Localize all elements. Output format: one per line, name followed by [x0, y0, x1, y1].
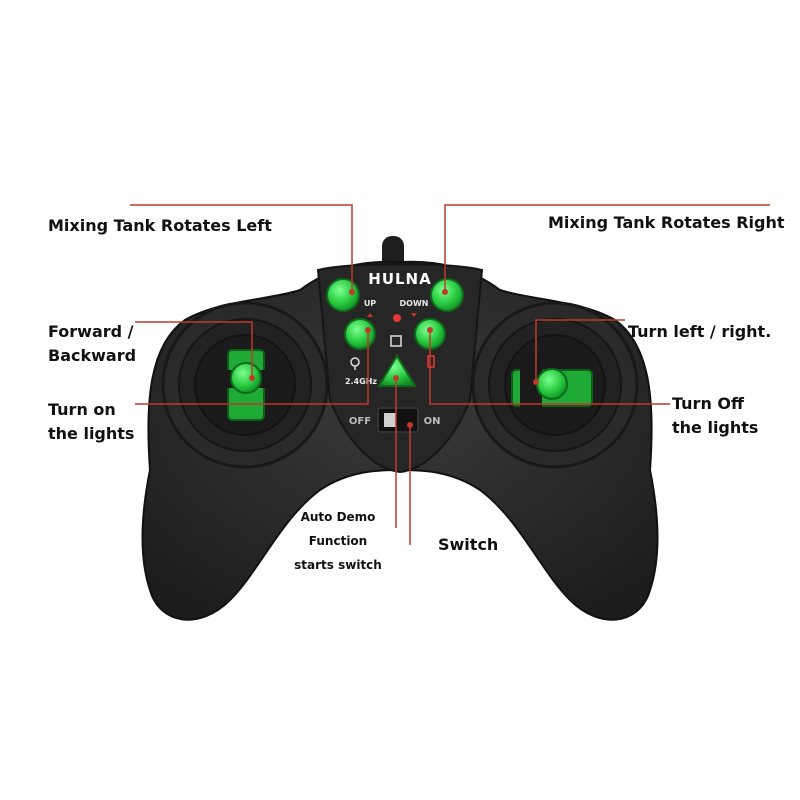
leader-turn-left-right — [535, 319, 625, 382]
frequency-label: 2.4GHz — [345, 377, 377, 386]
label-rotate-right: Mixing Tank Rotates Right — [548, 213, 785, 232]
label-lights-on-line2: the lights — [48, 424, 135, 443]
leader-lines — [130, 204, 770, 545]
chip-icon — [390, 335, 402, 347]
battery-icon — [427, 355, 435, 368]
label-forward-line1: Forward / — [48, 322, 134, 341]
label-switch: Switch — [438, 535, 499, 554]
label-lights-on-line1: Turn on — [48, 400, 116, 419]
label-lights-off: Turn Off the lights — [672, 392, 758, 440]
label-lights-on: Turn on the lights — [48, 398, 134, 446]
light-bulb-icon — [350, 357, 360, 370]
leader-lights-on — [135, 330, 369, 405]
label-auto-demo-line2: Function — [308, 534, 368, 548]
power-switch[interactable] — [377, 407, 419, 433]
brand-logo: HULNA — [368, 270, 431, 288]
up-label: UP — [364, 299, 376, 308]
leader-dots — [249, 289, 539, 428]
leader-forward-backward — [135, 321, 253, 378]
lights-on-button[interactable] — [344, 318, 376, 350]
label-auto-demo-line3: starts switch — [294, 558, 382, 572]
power-led — [393, 314, 401, 322]
label-auto-demo-line1: Auto Demo — [300, 510, 376, 524]
label-lights-off-line1: Turn Off — [672, 394, 744, 413]
leader-lights-off — [429, 330, 670, 405]
leader-rotate-right — [444, 204, 770, 290]
down-button[interactable] — [430, 278, 464, 312]
label-forward-backward: Forward / Backward — [48, 320, 136, 368]
leader-rotate-left — [130, 204, 353, 290]
auto-demo-button[interactable] — [377, 354, 417, 387]
on-label: ON — [424, 416, 441, 427]
up-arrow-icon — [367, 313, 373, 317]
off-label: OFF — [349, 416, 371, 427]
label-forward-line2: Backward — [48, 346, 137, 365]
down-label: DOWN — [400, 299, 429, 308]
left-joystick[interactable] — [213, 349, 279, 421]
label-turn-left-right: Turn left / right. — [628, 322, 772, 341]
label-auto-demo: Auto Demo Function starts switch — [288, 505, 388, 577]
up-button[interactable] — [326, 278, 360, 312]
label-rotate-left: Mixing Tank Rotates Left — [48, 216, 272, 235]
down-arrow-icon — [411, 313, 417, 317]
label-lights-off-line2: the lights — [672, 418, 759, 437]
